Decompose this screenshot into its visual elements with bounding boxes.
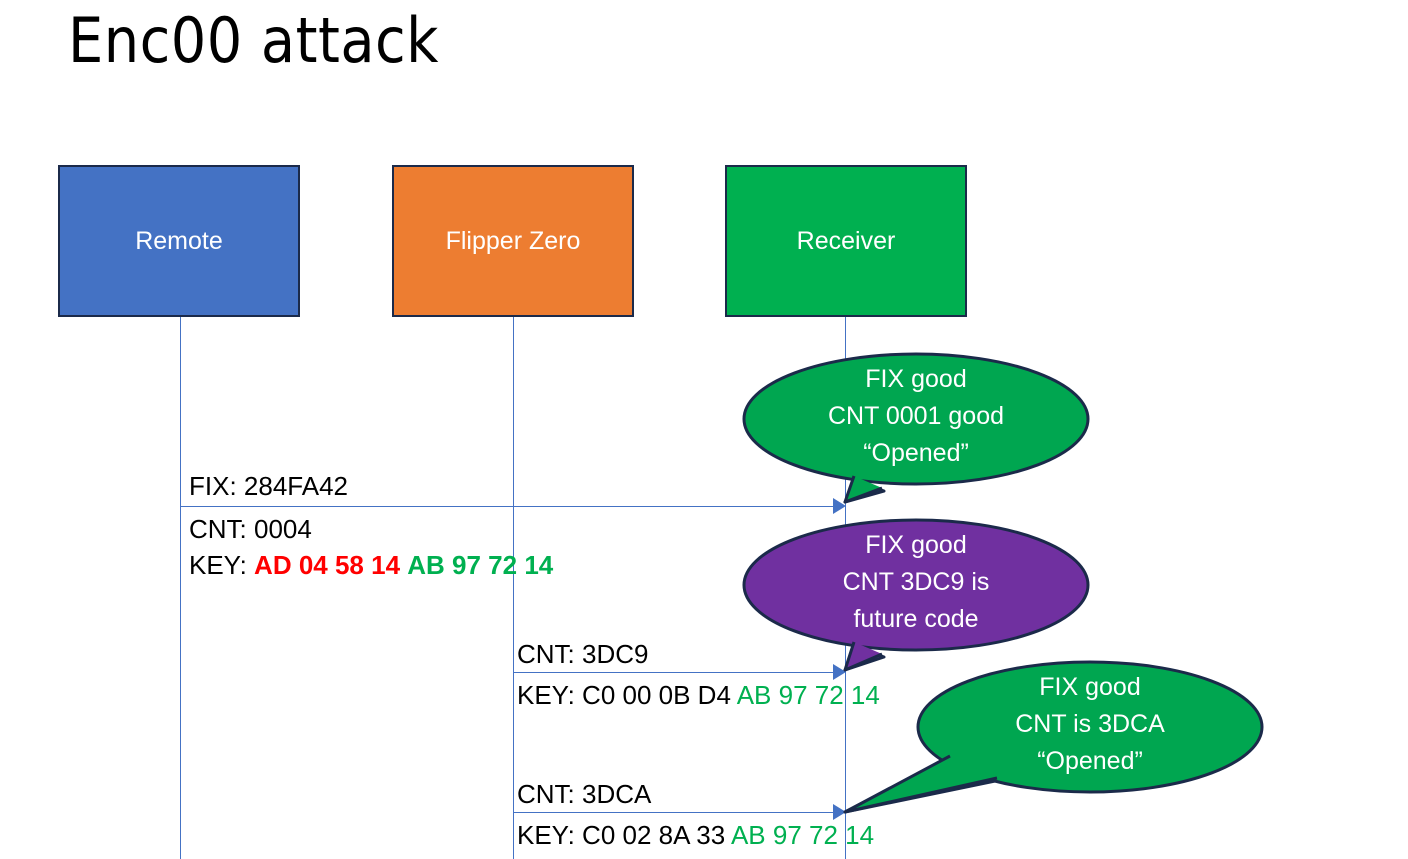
speech-bubble-1[interactable]: FIX good CNT 0001 good “Opened” (742, 352, 1090, 510)
msg2-key-line: KEY: C0 00 0B D4 AB 97 72 14 (517, 677, 880, 713)
actor-box-flipper[interactable]: Flipper Zero (392, 165, 634, 317)
actor-label-remote: Remote (135, 227, 223, 255)
msg1-key-red: AD 04 58 14 (254, 550, 401, 580)
lifeline-remote (180, 317, 181, 859)
msg2-arrow-line (513, 672, 839, 673)
msg3-arrow-head (833, 804, 846, 820)
actor-box-receiver[interactable]: Receiver (725, 165, 967, 317)
msg3-line1: CNT: 3DCA (517, 779, 652, 809)
msg1-key-green: AB 97 72 14 (407, 550, 554, 580)
speech-bubble-3-line-3: “Opened” (1037, 747, 1143, 775)
speech-bubble-3-shape (843, 660, 1264, 814)
lifeline-flipper (513, 317, 514, 859)
msg3-key-label: KEY: (517, 820, 583, 850)
msg1-line1: FIX: 284FA42 (189, 471, 348, 501)
msg1-arrow-line (180, 506, 839, 507)
speech-bubble-3-text: FIX good CNT is 3DCA “Opened” (916, 669, 1264, 780)
speech-bubble-3-line-2: CNT is 3DCA (1015, 710, 1165, 738)
actor-label-receiver: Receiver (796, 227, 896, 255)
speech-bubble-1-line-1: FIX good (865, 365, 967, 393)
speech-bubble-1-line-2: CNT 0001 good (827, 402, 1005, 430)
speech-bubble-2-line-3: future code (853, 605, 979, 633)
msg1-arrow-head (833, 498, 846, 514)
speech-bubble-3-line-1: FIX good (1039, 673, 1141, 701)
page-title: Enc00 attack (68, 4, 439, 77)
msg2-key-green: AB 97 72 14 (736, 680, 880, 710)
speech-bubble-2-line-1: FIX good (865, 531, 967, 559)
msg1-key-line: KEY: AD 04 58 14 AB 97 72 14 (189, 547, 553, 583)
msg1-line2: CNT: 0004 (189, 514, 312, 544)
actor-box-remote[interactable]: Remote (58, 165, 300, 317)
speech-bubble-1-line-3: “Opened” (863, 439, 969, 467)
msg3-key-line: KEY: C0 02 8A 33 AB 97 72 14 (517, 817, 874, 853)
speech-bubble-2[interactable]: FIX good CNT 3DC9 is future code (742, 518, 1090, 676)
speech-bubble-2-shape (742, 518, 1090, 672)
msg2-line1: CNT: 3DC9 (517, 639, 649, 669)
msg2-key-label: KEY: (517, 680, 583, 710)
msg3-key-black: C0 02 8A 33 (582, 820, 726, 850)
msg3-arrow-line (513, 812, 839, 813)
actor-label-flipper: Flipper Zero (445, 227, 581, 255)
msg3-key-green: AB 97 72 14 (730, 820, 875, 850)
speech-bubble-1-text: FIX good CNT 0001 good “Opened” (742, 361, 1090, 472)
speech-bubble-2-text: FIX good CNT 3DC9 is future code (742, 527, 1090, 638)
msg2-key-black: C0 00 0B D4 (582, 680, 731, 710)
speech-bubble-2-line-2: CNT 3DC9 is (842, 568, 990, 596)
msg1-key-label: KEY: (189, 550, 255, 580)
msg2-arrow-head (833, 664, 846, 680)
speech-bubble-3[interactable]: FIX good CNT is 3DCA “Opened” (843, 660, 1265, 815)
speech-bubble-1-shape (742, 352, 1090, 504)
